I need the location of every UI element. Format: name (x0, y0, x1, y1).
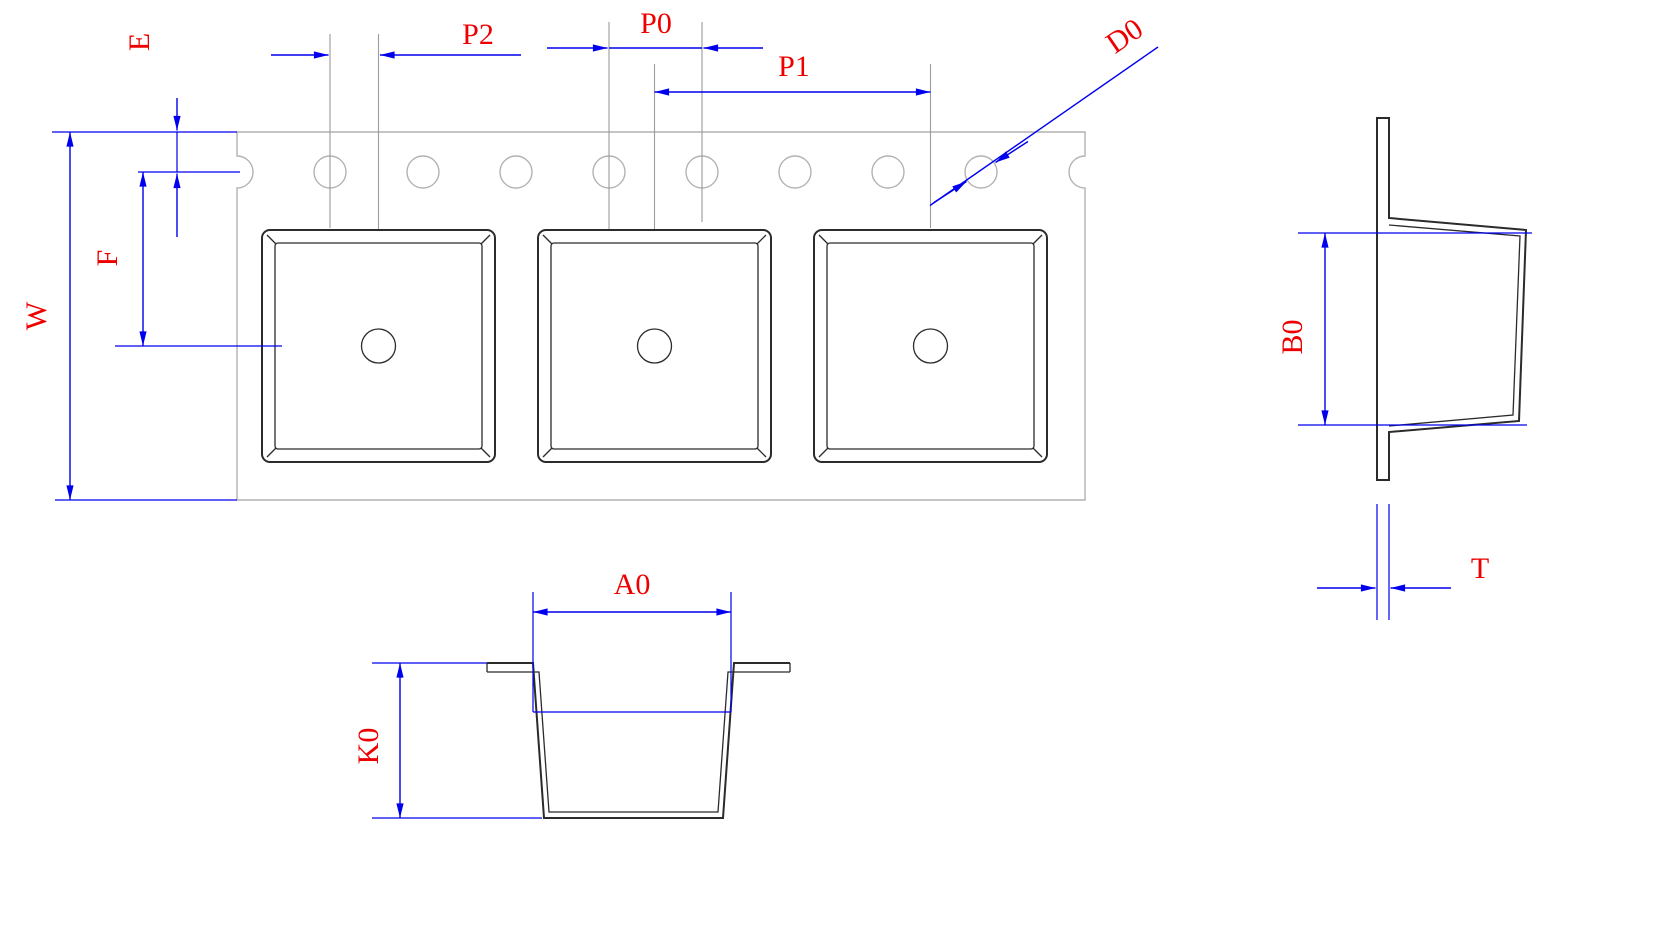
dim-D0: D0 (929, 12, 1159, 207)
leader-line (929, 46, 1159, 207)
pocket-corner (480, 447, 491, 458)
label-B0: B0 (1276, 319, 1309, 354)
section-edge-ticks (486, 663, 791, 672)
pocket-corner (480, 234, 491, 245)
pocket (261, 229, 496, 463)
sprocket-hole (499, 155, 533, 189)
sprocket-hole (964, 155, 998, 189)
pocket-center-hole (360, 328, 397, 364)
pocket-outer (261, 229, 496, 463)
sprocket-hole (406, 155, 440, 189)
pocket-corner (266, 447, 277, 458)
dim-E: E (123, 33, 240, 237)
top-view (236, 22, 1086, 501)
arrow-line (995, 140, 1029, 164)
dim-T: T (1317, 504, 1489, 620)
dim-K0: K0 (352, 662, 542, 819)
pocket-center-hole (636, 328, 673, 364)
label-E: E (123, 33, 156, 51)
pocket-inner (550, 242, 759, 450)
side-view: B0 T (1276, 117, 1532, 620)
dim-B0: B0 (1276, 232, 1532, 426)
side-profile (1376, 117, 1528, 481)
dim-P2: P2 (271, 18, 521, 59)
dim-W: W (20, 131, 237, 501)
pocket (537, 229, 772, 463)
pocket-inner (826, 242, 1035, 450)
pocket-outer (813, 229, 1048, 463)
dim-P1: P1 (654, 50, 931, 96)
pocket-corner (756, 234, 767, 245)
pocket-corner (542, 234, 553, 245)
label-F: F (91, 250, 124, 267)
label-P0: P0 (640, 7, 672, 40)
pocket (813, 229, 1048, 463)
section-outer (487, 662, 790, 819)
section-view: A0 K0 (352, 568, 791, 819)
pocket-corner (818, 234, 829, 245)
side-profile-inner (1388, 224, 1521, 427)
label-W: W (20, 301, 53, 330)
dim-A0: A0 (532, 568, 732, 713)
pocket-corner (266, 234, 277, 245)
label-P1: P1 (778, 50, 810, 83)
arrow-line (933, 180, 967, 204)
pocket-corner (818, 447, 829, 458)
pocket-inner (274, 242, 483, 450)
pocket-corner (1032, 234, 1043, 245)
label-K0: K0 (352, 728, 385, 765)
pocket-center-hole (912, 328, 949, 364)
pocket-corner (756, 447, 767, 458)
pocket-outer (537, 229, 772, 463)
pocket-corner (542, 447, 553, 458)
sprocket-hole (871, 155, 905, 189)
dim-P0: P0 (547, 7, 763, 52)
tape-outline (236, 131, 1086, 501)
dim-F: F (91, 171, 282, 347)
pocket-corner (1032, 447, 1043, 458)
section-inner (487, 671, 790, 813)
label-P2: P2 (462, 18, 494, 51)
label-D0: D0 (1100, 12, 1149, 60)
label-A0: A0 (614, 568, 651, 601)
label-T: T (1471, 552, 1489, 585)
sprocket-hole (778, 155, 812, 189)
